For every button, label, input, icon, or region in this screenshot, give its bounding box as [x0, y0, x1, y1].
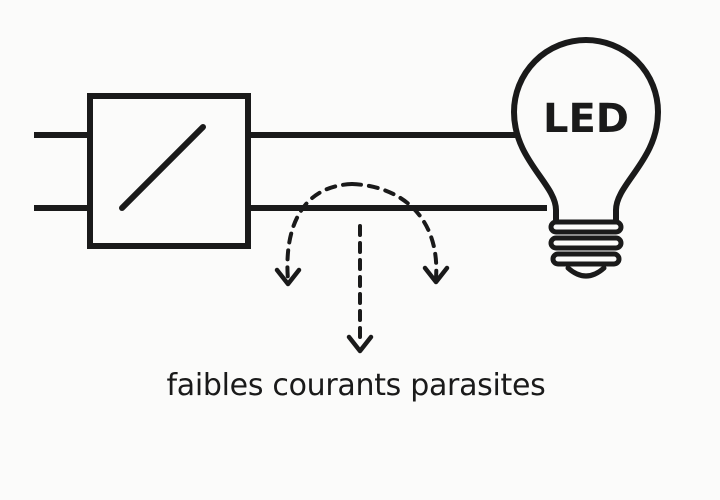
switch-box — [87, 93, 251, 249]
bulb-base-ring-1 — [548, 219, 624, 235]
bulb-glass-icon — [511, 37, 661, 222]
leakage-current-caption: faibles courants parasites — [166, 368, 546, 403]
arrow-down-icon — [346, 334, 374, 354]
arrow-left-icon — [274, 267, 302, 287]
bulb-base-ring-3 — [550, 251, 622, 267]
switch-slash-icon — [119, 124, 206, 211]
leak-arc-left — [285, 182, 354, 282]
bulb-label: LED — [543, 96, 629, 142]
leak-arc-right — [350, 182, 439, 280]
bulb-tip-icon — [565, 265, 607, 279]
arrow-right-icon — [422, 265, 450, 285]
bulb-base-ring-2 — [548, 235, 624, 251]
